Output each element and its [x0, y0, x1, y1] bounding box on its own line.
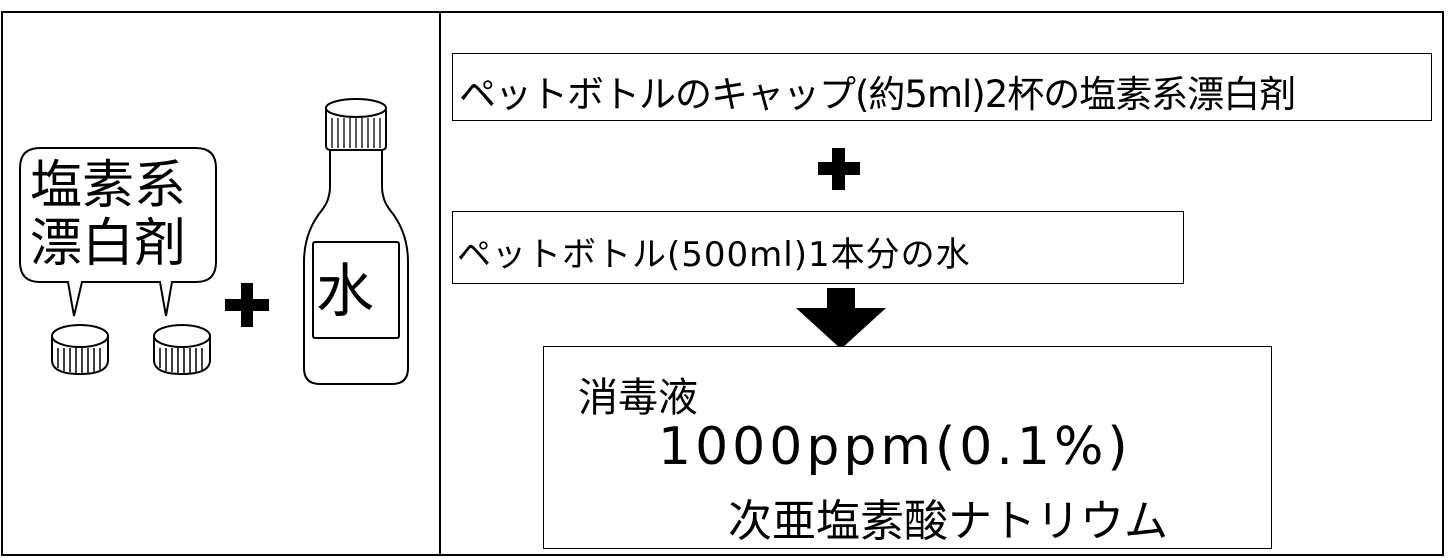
bottle-cap-icon: [153, 324, 211, 376]
plus-icon: [225, 283, 269, 327]
bubble-text-line2: 漂白剤: [30, 214, 187, 274]
water-bottle-icon: [303, 98, 409, 385]
result-concentration: 1000ppm(0.1%): [658, 417, 1132, 477]
step-water-text: ペットボトル(500ml)1本分の水: [457, 235, 971, 275]
step-bleach-text: ペットボトルのキャップ(約5ml)2杯の塩素系漂白剤: [459, 73, 1296, 116]
panel-divider: [439, 11, 441, 556]
result-box: 消毒液 1000ppm(0.1%) 次亜塩素酸ナトリウム: [543, 346, 1272, 549]
bottle-cap-icon: [51, 324, 109, 376]
outer-frame: [1, 11, 1444, 556]
water-label: 水: [316, 257, 375, 325]
step-water-box: ペットボトル(500ml)1本分の水: [452, 211, 1184, 284]
left-illustration: [19, 98, 409, 385]
speech-bubble: [19, 147, 217, 317]
result-chemical: 次亜塩素酸ナトリウム: [728, 496, 1168, 547]
result-title: 消毒液: [578, 375, 698, 421]
step-bleach-box: ペットボトルのキャップ(約5ml)2杯の塩素系漂白剤: [452, 53, 1432, 121]
bubble-text-line1: 塩素系: [30, 156, 187, 216]
